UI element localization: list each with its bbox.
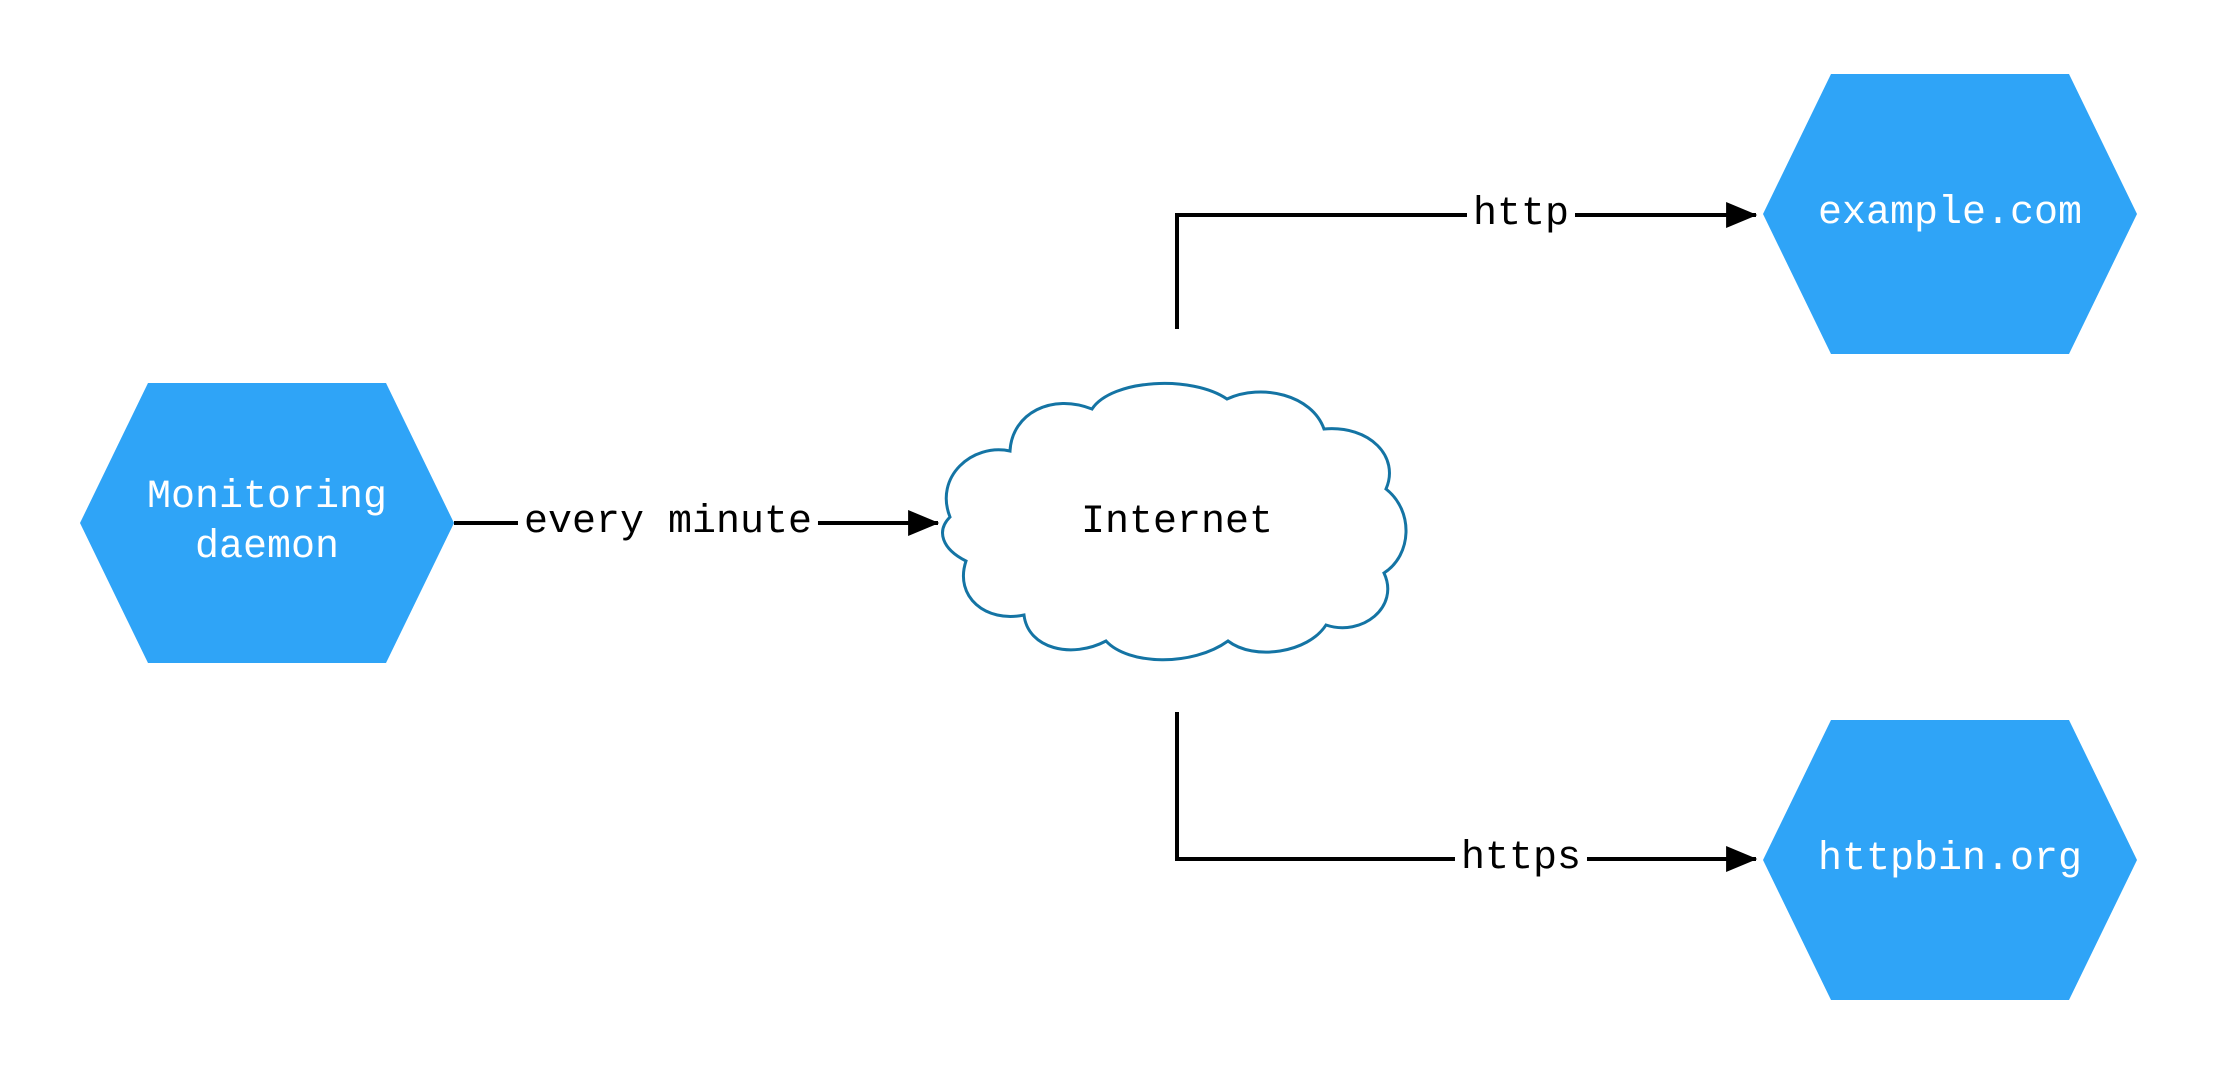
internet-cloud-shape <box>941 381 1408 662</box>
monitoring-daemon-hexagon <box>80 383 454 663</box>
edge-https-line <box>1175 712 1758 872</box>
example-com-hexagon <box>1763 74 2137 354</box>
edge-http-line <box>1175 202 1758 329</box>
httpbin-org-hexagon <box>1763 720 2137 1000</box>
